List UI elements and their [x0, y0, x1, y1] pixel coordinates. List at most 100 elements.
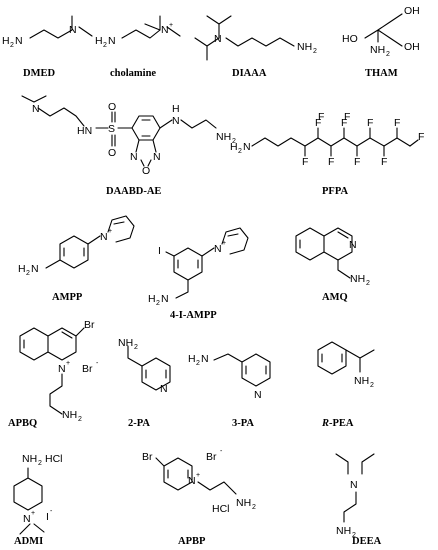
svg-text:Br: Br — [142, 451, 153, 463]
svg-text:2: 2 — [252, 504, 256, 511]
svg-text:H: H — [188, 353, 196, 365]
svg-text:N: N — [254, 389, 262, 401]
svg-text:2: 2 — [386, 51, 390, 58]
svg-text:F: F — [341, 117, 347, 129]
svg-text:N: N — [15, 35, 23, 47]
svg-text:F: F — [344, 111, 350, 123]
label-admi: ADMI — [14, 536, 43, 547]
label-4-i-ampp: 4-I-AMPP — [170, 310, 217, 321]
svg-text:NH: NH — [118, 337, 133, 349]
label-ampp: AMPP — [52, 292, 83, 303]
label-diaaa: DIAAA — [232, 68, 267, 79]
svg-text:H: H — [148, 293, 156, 305]
svg-text:+: + — [169, 22, 173, 29]
svg-text:HN: HN — [77, 125, 92, 137]
svg-text:I: I — [158, 245, 161, 257]
svg-text:F: F — [367, 117, 373, 129]
label-r-pea: R-PEA — [321, 418, 354, 429]
svg-text:2: 2 — [134, 344, 138, 351]
svg-text:H: H — [2, 35, 10, 47]
svg-text:N: N — [153, 151, 161, 163]
svg-text:N: N — [214, 243, 222, 255]
svg-text:N: N — [188, 475, 196, 487]
svg-text:NH: NH — [350, 273, 365, 285]
svg-text:+: + — [222, 240, 226, 247]
svg-text:O: O — [108, 101, 116, 113]
svg-text:OH: OH — [404, 41, 420, 53]
label-tham: THAM — [365, 68, 398, 79]
svg-text:NH: NH — [354, 375, 369, 387]
svg-text:N: N — [160, 383, 168, 395]
svg-text:F: F — [394, 117, 400, 129]
svg-text:N: N — [130, 151, 138, 163]
svg-text:2: 2 — [232, 138, 236, 145]
svg-text:2: 2 — [26, 270, 30, 277]
label-amq: AMQ — [322, 292, 348, 303]
svg-text:H: H — [230, 141, 238, 153]
label-daabd-ae: DAABD-AE — [106, 186, 161, 197]
svg-text:F: F — [381, 156, 387, 168]
svg-text:N: N — [350, 479, 358, 491]
svg-text:-: - — [50, 508, 53, 515]
svg-text:2: 2 — [352, 532, 356, 539]
svg-text:F: F — [328, 156, 334, 168]
svg-text:NH: NH — [236, 497, 251, 509]
label-pfpa: PFPA — [322, 186, 348, 197]
svg-text:NH: NH — [62, 409, 77, 421]
svg-text:Br: Br — [82, 363, 93, 375]
svg-text:H: H — [172, 103, 180, 115]
svg-text:N: N — [23, 513, 31, 525]
svg-text:N: N — [69, 24, 77, 36]
svg-text:NH: NH — [336, 525, 351, 537]
svg-text:F: F — [315, 117, 321, 129]
svg-text:N: N — [100, 231, 108, 243]
svg-text:HCl: HCl — [212, 503, 230, 515]
svg-text:NH: NH — [370, 44, 385, 56]
svg-text:NH: NH — [216, 131, 231, 143]
svg-text:2: 2 — [103, 42, 107, 49]
svg-text:-: - — [220, 448, 223, 455]
svg-text:2: 2 — [156, 300, 160, 307]
label-apbp: APBP — [178, 536, 206, 547]
svg-text:NH: NH — [22, 453, 37, 465]
svg-text:I: I — [46, 511, 49, 523]
svg-text:O: O — [108, 147, 116, 159]
svg-text:N: N — [31, 263, 39, 275]
svg-text:2: 2 — [370, 382, 374, 389]
svg-text:2: 2 — [10, 42, 14, 49]
svg-text:Br: Br — [84, 319, 95, 331]
svg-text:O: O — [142, 165, 150, 177]
svg-text:N: N — [161, 24, 169, 36]
svg-text:F: F — [354, 156, 360, 168]
svg-text:Br: Br — [206, 451, 217, 463]
svg-text:N: N — [214, 33, 222, 45]
svg-text:2: 2 — [196, 360, 200, 367]
svg-text:2: 2 — [38, 460, 42, 467]
svg-text:+: + — [196, 472, 200, 479]
svg-text:H: H — [18, 263, 26, 275]
svg-text:-: - — [96, 360, 99, 367]
svg-text:N: N — [58, 363, 66, 375]
label-cholamine: cholamine — [110, 68, 156, 79]
svg-text:F: F — [418, 131, 424, 143]
svg-text:2: 2 — [366, 280, 370, 287]
svg-text:NH: NH — [297, 41, 312, 53]
svg-text:N: N — [349, 239, 357, 251]
svg-text:+: + — [31, 510, 35, 517]
svg-text:+: + — [108, 228, 112, 235]
svg-text:2: 2 — [238, 148, 242, 155]
svg-text:OH: OH — [404, 5, 420, 17]
